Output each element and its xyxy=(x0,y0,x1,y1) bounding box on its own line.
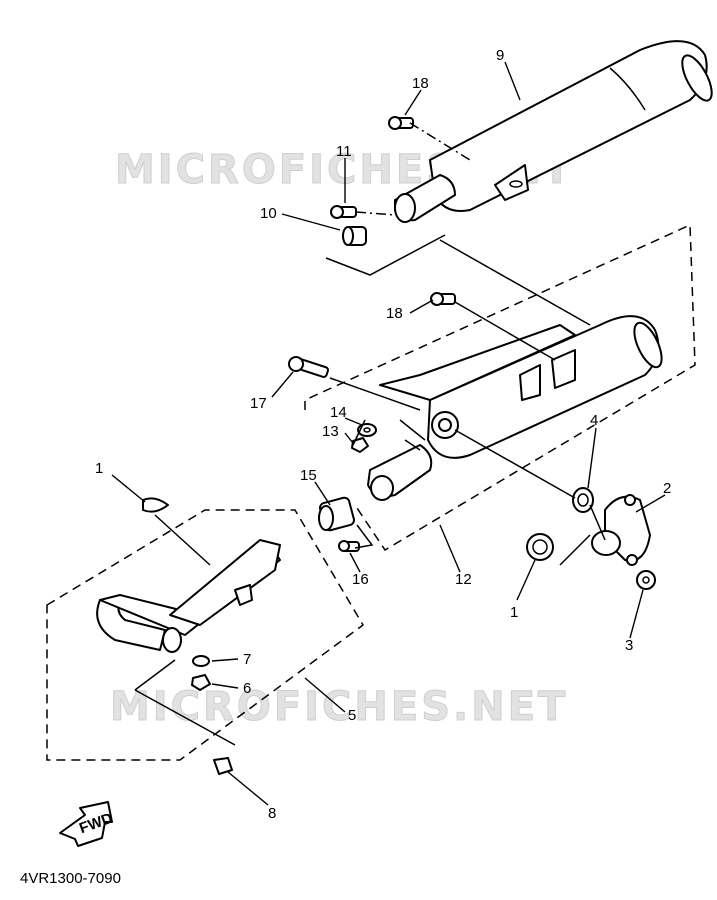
callout-11: 11 xyxy=(336,143,352,160)
callout-3: 3 xyxy=(625,637,633,654)
callout-17: 17 xyxy=(250,395,267,412)
assembly-lines xyxy=(134,122,606,746)
callout-1-left: 1 xyxy=(95,460,103,477)
callout-14: 14 xyxy=(330,404,347,421)
muffler-upper xyxy=(394,40,713,223)
callout-18-upper: 18 xyxy=(412,75,429,92)
callout-13: 13 xyxy=(322,423,339,440)
callout-4: 4 xyxy=(590,412,598,429)
header-pipe xyxy=(96,539,281,653)
callout-2: 2 xyxy=(663,480,671,497)
callout-12: 12 xyxy=(455,571,472,588)
callout-9: 9 xyxy=(496,47,504,64)
callout-15: 15 xyxy=(300,467,317,484)
fwd-arrow-icon: FWD xyxy=(59,801,115,847)
leader-lines xyxy=(111,61,666,806)
callouts: 9 18 11 10 18 17 14 13 4 2 1 15 12 16 1 … xyxy=(95,47,671,822)
callout-6: 6 xyxy=(243,680,251,697)
small-parts xyxy=(142,116,656,775)
watermark-bottom: MICROFICHES.NET xyxy=(110,684,568,730)
callout-5: 5 xyxy=(348,707,356,724)
callout-10: 10 xyxy=(260,205,277,222)
diagram-code: 4VR1300-7090 xyxy=(20,870,121,887)
callout-18-lower: 18 xyxy=(386,305,403,322)
assembly-outlines xyxy=(46,223,696,761)
callout-1-right: 1 xyxy=(510,604,518,621)
callout-16: 16 xyxy=(352,571,369,588)
callout-7: 7 xyxy=(243,651,251,668)
callout-8: 8 xyxy=(268,805,276,822)
